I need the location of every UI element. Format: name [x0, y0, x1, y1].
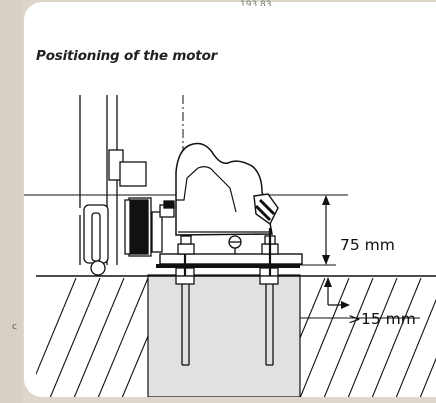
figure-title: Positioning of the motor	[36, 48, 218, 64]
ground-hatching	[36, 278, 436, 397]
margin-mark: c	[12, 322, 17, 332]
dimension-75mm	[296, 195, 336, 266]
concrete-foundation	[147, 274, 301, 397]
motor-body	[175, 142, 273, 236]
depth-dimension-label: >15 mm	[348, 310, 416, 328]
anchor-bolt	[259, 228, 279, 366]
page-number-fragment: 193.83	[240, 0, 272, 6]
page-margin	[0, 0, 22, 403]
height-dimension-label: 75 mm	[340, 236, 395, 254]
dimension-15mm	[300, 277, 420, 319]
rail	[90, 260, 106, 276]
base-plate	[159, 253, 303, 265]
anchor-bolt	[175, 254, 195, 366]
